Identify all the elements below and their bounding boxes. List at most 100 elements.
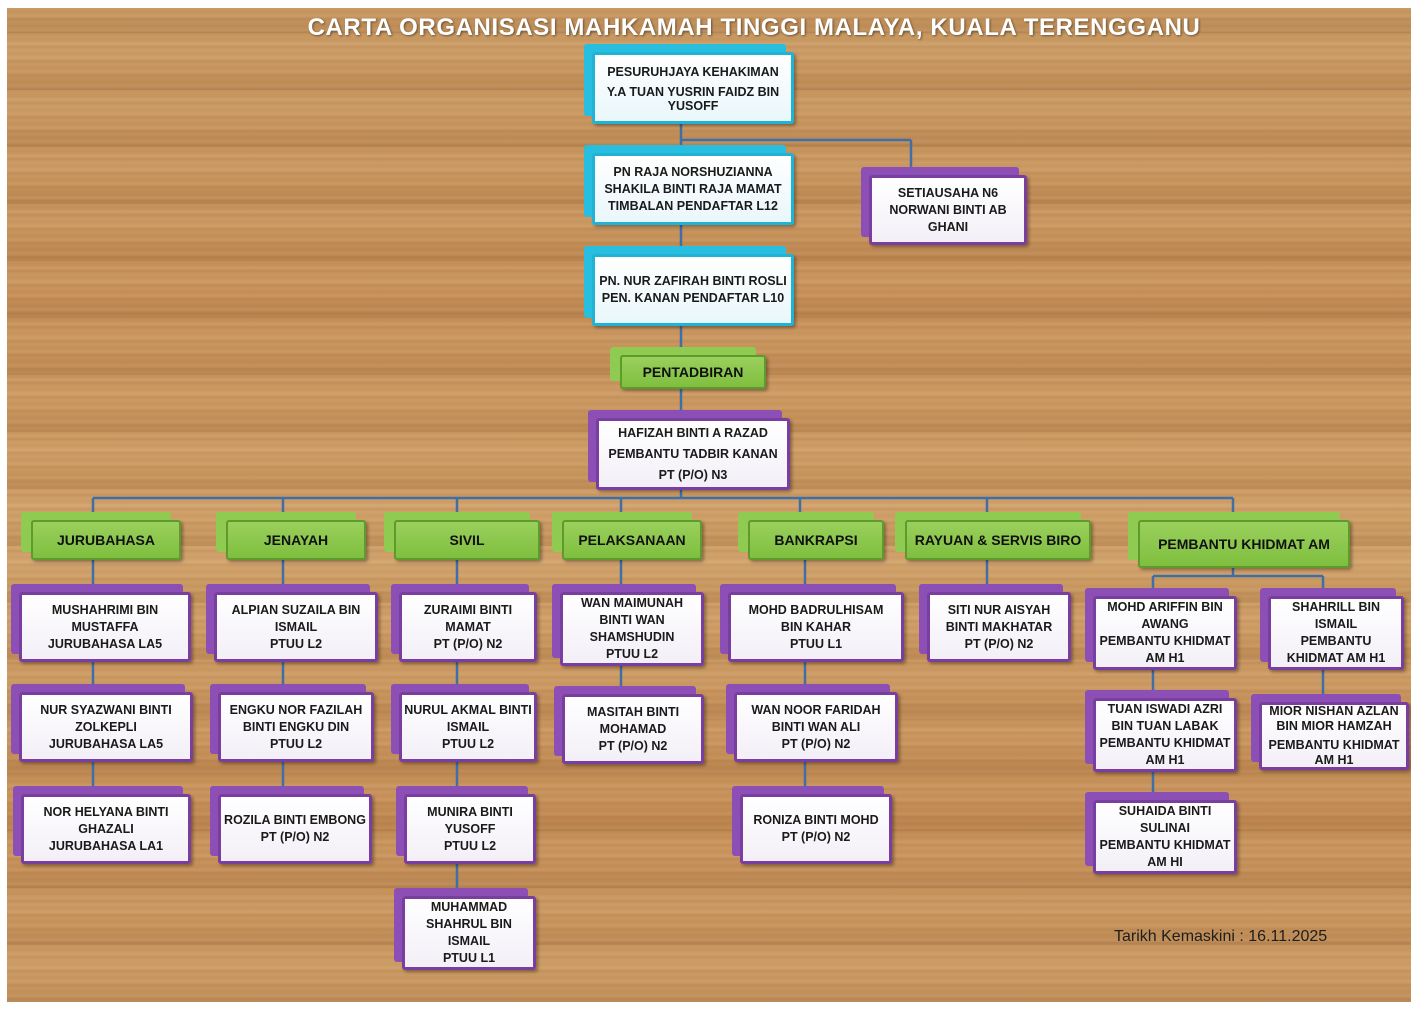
box-line: GHAZALI [78, 821, 134, 836]
box-line: SUHAIDA BINTI [1118, 804, 1212, 818]
staff-box: MOHD BADRULHISAM BIN KAHAR PTUU L1 [728, 592, 904, 662]
staff-box: NOR HELYANA BINTI GHAZALI JURUBAHASA LA1 [21, 794, 191, 864]
box-line: MOHAMAD [599, 721, 667, 736]
staff-box: NURUL AKMAL BINTI ISMAIL PTUU L2 [399, 692, 537, 762]
box-line: BIN TUAN LABAK [1111, 719, 1219, 733]
box-line: AWANG [1141, 617, 1189, 631]
box-line: TIMBALAN PENDAFTAR L12 [608, 198, 778, 213]
org-chart-board: CARTA ORGANISASI MAHKAMAH TINGGI MALAYA,… [7, 8, 1411, 1002]
unit-header-sivil: SIVIL [394, 520, 540, 560]
box-line: AM H1 [1145, 753, 1185, 767]
unit-header-bankrapsi: BANKRAPSI [748, 520, 884, 560]
staff-box: ROZILA BINTI EMBONG PT (P/O) N2 [218, 794, 372, 864]
box-line: PT (P/O) N2 [433, 636, 503, 651]
staff-box: SUHAIDA BINTI SULINAI PEMBANTU KHIDMAT A… [1093, 800, 1237, 874]
unit-header-pelaksanaan: PELAKSANAAN [562, 520, 702, 560]
box-line: BINTI WAN ALI [771, 719, 861, 734]
staff-box: WAN MAIMUNAH BINTI WAN SHAMSHUDIN PTUU L… [560, 592, 704, 666]
box-line: PTUU L2 [443, 838, 497, 853]
box-line: NORWANI BINTI AB [889, 202, 1007, 217]
staff-box: SITI NUR AISYAH BINTI MAKHATAR PT (P/O) … [927, 592, 1071, 662]
box-line: ISMAIL [1314, 617, 1358, 631]
box-line: MUNIRA BINTI [427, 804, 513, 819]
box-line: PT (P/O) N2 [781, 830, 851, 844]
commissioner-box: PESURUHJAYA KEHAKIMAN Y.A TUAN YUSRIN FA… [592, 52, 794, 124]
unit-header-rayuan: RAYUAN & SERVIS BIRO [905, 520, 1091, 560]
box-line: PT (P/O) N2 [781, 736, 851, 751]
box-line: MAMAT [445, 619, 491, 634]
box-line: NURUL AKMAL BINTI [404, 702, 532, 717]
box-line: MIOR NISHAN AZLAN [1269, 704, 1399, 718]
staff-box: SHAHRILL BIN ISMAIL PEMBANTU KHIDMAT AM … [1268, 596, 1404, 670]
last-updated: Tarikh Kemaskini : 16.11.2025 [1114, 928, 1328, 945]
box-line: ALPIAN SUZAILA BIN [231, 602, 361, 617]
staff-box: MUNIRA BINTI YUSOFF PTUU L2 [404, 794, 536, 864]
box-line: MOHD ARIFFIN BIN [1107, 600, 1223, 614]
staff-box: MASITAH BINTI MOHAMAD PT (P/O) N2 [562, 694, 704, 764]
box-line: SITI NUR AISYAH [947, 602, 1051, 617]
box-line: ZOLKEPLI [75, 719, 137, 734]
box-line: PEMBANTU KHIDMAT [1099, 838, 1231, 852]
box-line: SETIAUSAHA N6 [897, 185, 999, 200]
box-line: SHAHRUL BIN [426, 917, 512, 931]
senior-assistant-registrar-box: PN. NUR ZAFIRAH BINTI ROSLI PEN. KANAN P… [592, 254, 794, 326]
staff-box: ZURAIMI BINTI MAMAT PT (P/O) N2 [399, 592, 537, 662]
box-line: TUAN ISWADI AZRI [1107, 702, 1223, 716]
staff-box: MOHD ARIFFIN BIN AWANG PEMBANTU KHIDMAT … [1093, 596, 1237, 670]
box-line: SHAKILA BINTI RAJA MAMAT [604, 181, 782, 196]
box-line: PTUU L2 [269, 736, 323, 751]
box-line: SIVIL [449, 531, 485, 548]
box-line: MOHD BADRULHISAM [748, 602, 884, 617]
box-line: BINTI MAKHATAR [945, 619, 1053, 634]
box-line: PN RAJA NORSHUZIANNA [613, 164, 773, 179]
box-line: PEMBANTU KHIDMAT [1099, 736, 1231, 750]
box-line: PEMBANTU KHIDMAT AM [1158, 535, 1330, 552]
admin-label: PENTADBIRAN [620, 355, 766, 389]
box-line: YUSOFF [444, 821, 496, 836]
box-line: NUR SYAZWANI BINTI [40, 702, 172, 717]
staff-box: ALPIAN SUZAILA BIN ISMAIL PTUU L2 [214, 592, 378, 662]
box-line: WAN NOOR FARIDAH [751, 702, 881, 717]
secretary-box: SETIAUSAHA N6 NORWANI BINTI AB GHANI [869, 175, 1027, 245]
staff-box: MUHAMMAD SHAHRUL BIN ISMAIL PTUU L1 [402, 896, 536, 970]
staff-box: NUR SYAZWANI BINTI ZOLKEPLI JURUBAHASA L… [19, 692, 193, 762]
box-line: SULINAI [1140, 821, 1190, 835]
box-line: ZURAIMI BINTI [423, 602, 513, 617]
box-line: GHANI [927, 219, 969, 234]
box-line: BIN MIOR HAMZAH [1276, 719, 1392, 733]
staff-box: RONIZA BINTI MOHD PT (P/O) N2 [740, 794, 892, 864]
box-line: JURUBAHASA LA1 [48, 838, 164, 853]
unit-header-jenayah: JENAYAH [226, 520, 366, 560]
box-line: PESURUHJAYA KEHAKIMAN [607, 64, 779, 79]
box-line: PT (P/O) N2 [964, 636, 1034, 651]
box-line: SHAMSHUDIN [589, 630, 675, 644]
staff-box: TUAN ISWADI AZRI BIN TUAN LABAK PEMBANTU… [1093, 698, 1237, 772]
box-line: ISMAIL [446, 719, 490, 734]
box-line: ENGKU NOR FAZILAH [229, 702, 363, 717]
box-line: AM H1 [1314, 753, 1354, 767]
box-line: PTUU L2 [269, 636, 323, 651]
box-line: MUSTAFFA [71, 619, 139, 634]
box-line: PT (P/O) N3 [658, 467, 728, 482]
box-line: PTUU L2 [605, 647, 659, 661]
box-line: PEMBANTU KHIDMAT [1099, 634, 1231, 648]
box-line: PEMBANTU TADBIR KANAN [608, 446, 778, 461]
box-line: ROZILA BINTI EMBONG [224, 813, 366, 827]
staff-box: WAN NOOR FARIDAH BINTI WAN ALI PT (P/O) … [734, 692, 898, 762]
admin-head-box: HAFIZAH BINTI A RAZAD PEMBANTU TADBIR KA… [596, 418, 790, 490]
box-line: BIN KAHAR [780, 619, 852, 634]
box-line: PTUU L1 [789, 636, 843, 651]
box-line: MUSHAHRIMI BIN [51, 602, 159, 617]
staff-box: MIOR NISHAN AZLAN BIN MIOR HAMZAH PEMBAN… [1259, 702, 1409, 770]
box-line: RONIZA BINTI MOHD [753, 813, 879, 827]
box-line: MASITAH BINTI [586, 704, 680, 719]
deputy-registrar-box: PN RAJA NORSHUZIANNA SHAKILA BINTI RAJA … [592, 153, 794, 225]
box-line: Y.A TUAN YUSRIN FAIDZ BIN YUSOFF [606, 84, 780, 113]
box-line: HAFIZAH BINTI A RAZAD [618, 425, 768, 440]
box-line: JURUBAHASA LA5 [48, 736, 164, 751]
box-line: PEMBANTU KHIDMAT [1268, 738, 1400, 752]
box-line: PEN. KANAN PENDAFTAR L10 [601, 291, 785, 305]
box-line: PENTADBIRAN [642, 363, 744, 380]
box-line: PELAKSANAAN [578, 531, 686, 548]
box-line: PT (P/O) N2 [598, 738, 668, 753]
